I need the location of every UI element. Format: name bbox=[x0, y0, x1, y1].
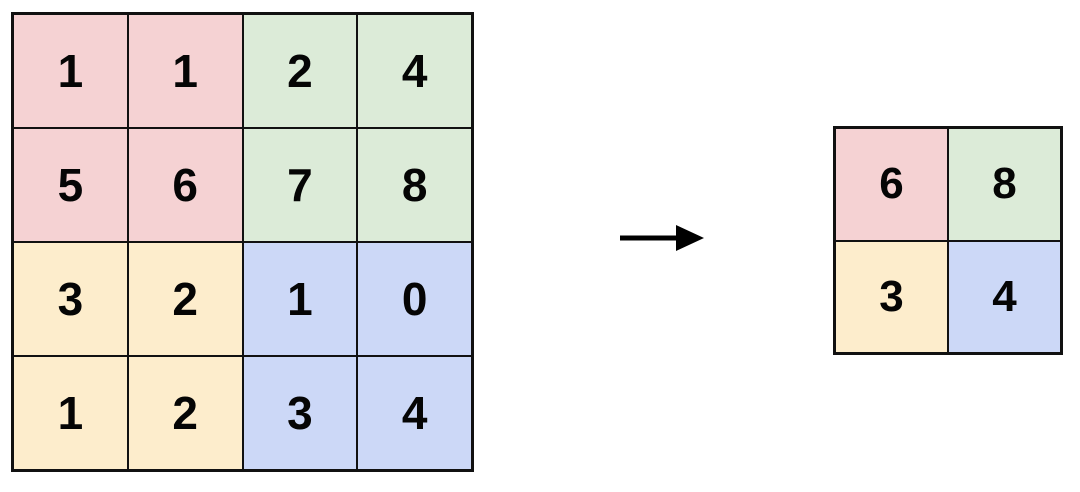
output-cell-r1c1: 4 bbox=[949, 241, 1060, 352]
input-cell-r1c0: 5 bbox=[14, 129, 127, 241]
input-cell-r2c2: 1 bbox=[243, 243, 357, 355]
right-arrow-icon bbox=[612, 214, 712, 262]
input-cell-r2c0: 3 bbox=[14, 243, 127, 355]
input-cell-r1c1: 6 bbox=[128, 129, 242, 241]
input-cell-r3c3: 4 bbox=[358, 357, 471, 469]
input-cell-r1c3: 8 bbox=[358, 129, 471, 241]
input-cell-r0c2: 2 bbox=[243, 15, 357, 127]
output-cell-r0c0: 6 bbox=[836, 129, 947, 240]
input-cell-r1c2: 7 bbox=[243, 129, 357, 241]
input-cell-r3c1: 2 bbox=[128, 357, 242, 469]
input-cell-r0c3: 4 bbox=[358, 15, 471, 127]
input-matrix: 1 1 2 4 5 6 7 8 3 2 1 0 1 2 3 4 bbox=[11, 12, 474, 472]
input-cell-r2c1: 2 bbox=[128, 243, 242, 355]
input-cell-r3c2: 3 bbox=[243, 357, 357, 469]
input-cell-r2c3: 0 bbox=[358, 243, 471, 355]
output-cell-r1c0: 3 bbox=[836, 241, 947, 352]
input-cell-r3c0: 1 bbox=[14, 357, 127, 469]
output-cell-r0c1: 8 bbox=[949, 129, 1060, 240]
input-cell-r0c0: 1 bbox=[14, 15, 127, 127]
input-cell-r0c1: 1 bbox=[128, 15, 242, 127]
output-matrix: 6 8 3 4 bbox=[833, 126, 1063, 355]
